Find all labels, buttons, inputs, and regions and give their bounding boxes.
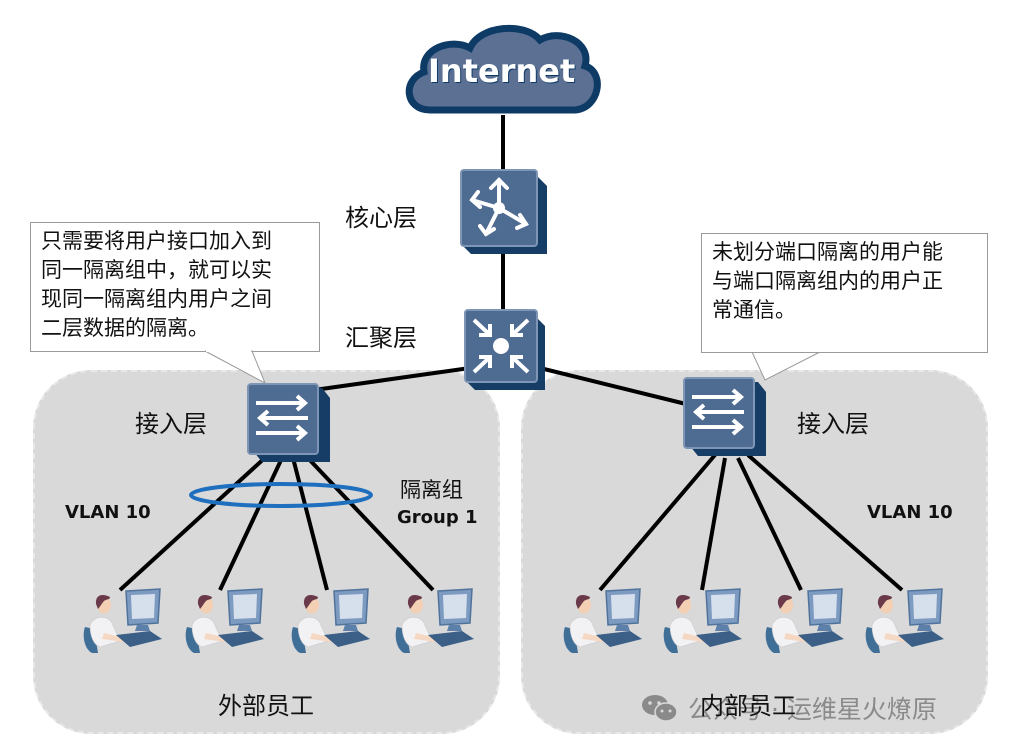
link-access-left-pc-4 — [303, 453, 435, 592]
user-pc-icon — [80, 585, 164, 655]
isolation-group-label: 隔离组 — [400, 478, 463, 502]
aggregation-layer-label: 汇聚层 — [345, 324, 417, 352]
internet-cloud-icon — [405, 24, 601, 114]
external-staff-label: 外部员工 — [218, 692, 314, 720]
links — [118, 115, 904, 592]
callout-left: 只需要将用户接口加入到 同一隔离组中，就可以实 现同一隔离组内用户之间 二层数据… — [30, 222, 320, 352]
user-pc-icon — [182, 585, 266, 655]
callout-right: 未划分端口隔离的用户能 与端口隔离组内的用户正 常通信。 — [701, 233, 988, 353]
link-access-right-pc-2 — [700, 457, 727, 591]
core-layer-label: 核心层 — [345, 204, 417, 232]
isolation-group-ring — [189, 482, 373, 508]
watermark: 公众号 · 运维星火燎原 — [640, 690, 937, 726]
user-pc-icon — [660, 585, 744, 655]
access-layer-right-label: 接入层 — [797, 410, 869, 438]
link-aggregation-access-right — [539, 366, 691, 407]
user-pc-icon — [862, 585, 946, 655]
user-pc-icon — [762, 585, 846, 655]
user-pc-icon — [560, 585, 644, 655]
link-access-right-pc-3 — [736, 457, 803, 591]
aggregation-switch-icon — [464, 309, 545, 390]
link-aggregation-access-left — [299, 366, 471, 394]
callout-left-line: 同一隔离组中，就可以实 — [41, 258, 272, 282]
callout-left-line: 现同一隔离组内用户之间 — [41, 287, 272, 311]
internal-staff-label: 内部员工 — [700, 692, 796, 720]
link-access-left-pc-2 — [218, 457, 284, 591]
access-switch-right-icon — [683, 377, 766, 456]
isolation-group-id: Group 1 — [397, 507, 478, 528]
link-access-left-pc-1 — [118, 453, 270, 592]
watermark-text: 公众号 · 运维星火燎原 — [688, 695, 937, 724]
callout-right-line: 与端口隔离组内的用户正 — [712, 269, 943, 293]
link-access-right-pc-4 — [746, 453, 904, 592]
callout-right-line: 常通信。 — [712, 298, 796, 322]
user-pc-icon — [392, 585, 476, 655]
user-pc-icon — [288, 585, 372, 655]
callout-left-line: 只需要将用户接口加入到 — [41, 229, 272, 253]
callout-right-line: 未划分端口隔离的用户能 — [712, 240, 943, 264]
link-access-right-pc-1 — [598, 453, 717, 592]
vlan-left-label: VLAN 10 — [65, 502, 151, 523]
access-layer-left-label: 接入层 — [135, 410, 207, 438]
wechat-icon — [642, 695, 678, 722]
internet-label: Internet — [428, 52, 576, 90]
access-switch-left-icon — [247, 383, 330, 462]
core-router-icon — [460, 169, 547, 254]
link-access-left-pc-3 — [291, 457, 329, 591]
vlan-right-label: VLAN 10 — [867, 502, 953, 523]
callout-left-line: 二层数据的隔离。 — [41, 316, 209, 340]
